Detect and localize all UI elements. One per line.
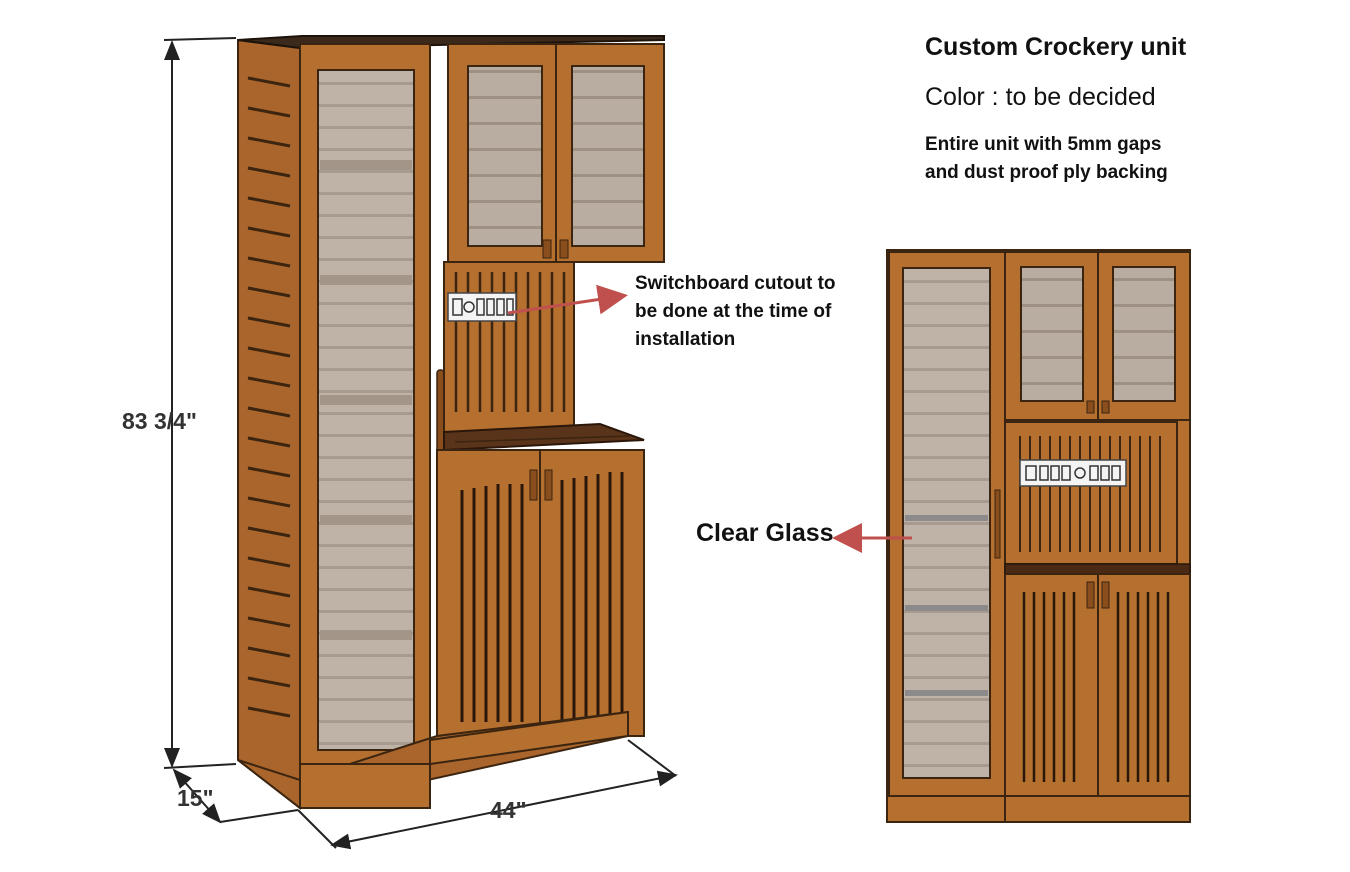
switchboard-note-line-1: Switchboard cutout to [635, 273, 836, 294]
cabinet-front-view [886, 249, 1191, 823]
switchboard-note: Switchboard cutout to be done at the tim… [635, 270, 836, 354]
side-slats [247, 76, 291, 718]
side-panel [237, 38, 301, 811]
diagram-title: Custom Crockery unit [925, 33, 1187, 61]
switchboard-note-line-2: be done at the time of [635, 301, 832, 322]
height-dimension-label: 83 3/4" [122, 408, 197, 434]
upper-left-glass [467, 65, 543, 247]
counter-top [443, 422, 645, 452]
gap-note-line-2: and dust proof ply backing [925, 162, 1168, 183]
depth-dimension-label: 15" [177, 785, 214, 811]
lower-left-handle [529, 469, 538, 501]
gap-note-line-1: Entire unit with 5mm gaps [925, 134, 1162, 155]
width-dimension-line [330, 770, 678, 850]
depth-dimension-line [172, 768, 222, 824]
switchboard-3d [447, 292, 517, 322]
upper-left-handle [542, 239, 552, 259]
upper-right-glass [571, 65, 645, 247]
gap-note: Entire unit with 5mm gaps and dust proof… [925, 131, 1168, 187]
front-tall-glass [902, 267, 991, 779]
dimension-lines [163, 37, 678, 850]
switchboard-arrow [507, 284, 628, 315]
switchboard-note-line-3: installation [635, 329, 736, 350]
lower-slats [460, 472, 624, 724]
width-dimension-label: 44" [490, 797, 527, 823]
cabinet-3d-view [237, 35, 665, 811]
switchboard-front [1019, 459, 1127, 487]
tall-door-glass [317, 69, 415, 751]
middle-slat-panel [443, 261, 575, 433]
color-note: Color : to be decided [925, 83, 1156, 111]
tall-door-shelves [320, 160, 412, 640]
tall-door-handle [436, 369, 445, 461]
upper-right-handle [559, 239, 569, 259]
lower-right-handle [544, 469, 553, 501]
clear-glass-label: Clear Glass [696, 519, 834, 547]
